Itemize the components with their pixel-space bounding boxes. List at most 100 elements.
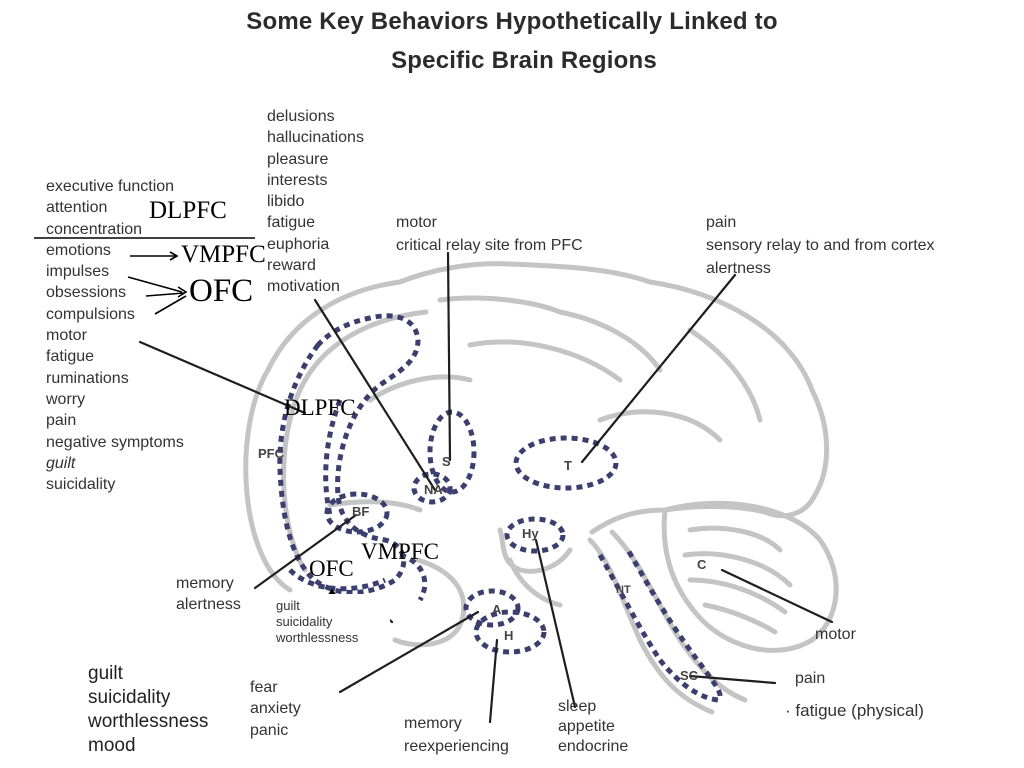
hippocampus-function-list: memory reexperiencing (404, 712, 509, 758)
list-item: memory (176, 575, 234, 592)
pfc-function-list: executive function attention concentrati… (46, 176, 184, 495)
annotation-vmpfc-low: VMPFC (361, 539, 439, 564)
list-item: panic (250, 721, 289, 739)
list-item: motivation (267, 278, 340, 296)
list-item: euphoria (267, 235, 330, 253)
list-item: guilt (46, 454, 76, 472)
region-label-h: H (504, 628, 514, 643)
list-item: suicidality (46, 476, 116, 494)
mood-function-list: guilt suicidality worthlessness mood (88, 662, 208, 758)
region-label-c: C (697, 557, 707, 572)
cerebellum-leader (720, 568, 834, 624)
list-item: worry (46, 390, 86, 408)
region-label-sc: SC (680, 668, 699, 683)
list-item: attention (46, 199, 108, 217)
list-item: negative symptoms (46, 433, 184, 451)
list-item: pleasure (267, 150, 329, 168)
box-function-list: guilt suicidality worthlessness (276, 598, 358, 646)
list-item: worthlessness (88, 711, 209, 732)
list-item: sleep (558, 698, 597, 715)
leader-lines (138, 251, 834, 724)
diagram-title-line2: Specific Brain Regions (391, 47, 657, 74)
list-item: anxiety (250, 700, 301, 718)
annotation-dlpfc-top: DLPFC (149, 197, 227, 224)
amygdala-function-list: fear anxiety panic (250, 677, 301, 741)
region-label-hy: Hy (522, 526, 539, 541)
list-item: obsessions (46, 284, 127, 302)
bf-leader (253, 513, 358, 590)
ofc-outline (288, 568, 386, 592)
list-item: motor (396, 214, 437, 231)
spinal-function-fatigue: · fatigue (physical) (785, 700, 924, 721)
impulses-arrow (127, 276, 183, 293)
striatum-leader (446, 251, 452, 462)
vmpfc-outline (399, 552, 428, 602)
spinal-function-fatigue-text: fatigue (physical) (795, 701, 924, 720)
annotation-vmpfc-top: VMPFC (181, 241, 266, 268)
list-item: alertness (706, 260, 771, 277)
list-item: guilt (88, 663, 123, 684)
list-item: guilt (276, 598, 300, 613)
list-item: interests (267, 171, 328, 189)
list-item: libido (267, 193, 305, 211)
diagram-title-line1: Some Key Behaviors Hypothetically Linked… (246, 8, 778, 35)
list-item: worthlessness (276, 630, 359, 645)
list-item: delusions (267, 108, 335, 125)
annotation-ofc-top: OFC (189, 273, 254, 309)
region-label-t: T (564, 458, 572, 473)
bf-outline (324, 491, 390, 535)
na-outline (411, 471, 453, 505)
striatum-function-list: motor critical relay site from PFC (396, 211, 583, 257)
box-mask (272, 594, 390, 652)
annotation-ofc-low: OFC (309, 556, 354, 581)
list-item: reward (267, 257, 316, 275)
thalamus-outline (513, 435, 619, 491)
hippocampus-leader (488, 638, 499, 724)
bf-function-list: memory alertness (176, 573, 241, 616)
hypothalamus-leader (534, 538, 577, 709)
region-label-s: S (442, 454, 451, 469)
annotation-dlpfc-mid: DLPFC (284, 395, 356, 420)
brain-outline (243, 261, 839, 715)
hypothalamus-function-list: sleep appetite endocrine (558, 697, 628, 757)
striatum-outline (427, 409, 477, 495)
amygdala-leader (338, 610, 480, 694)
list-item: emotions (46, 241, 111, 259)
amygdala-outline (463, 588, 521, 628)
region-label-na: NA (424, 482, 443, 497)
list-item: appetite (558, 718, 615, 735)
list-item: fear (250, 679, 278, 696)
list-item: memory (404, 715, 462, 732)
list-item: reexperiencing (404, 738, 509, 755)
list-item: alertness (176, 596, 241, 614)
list-item: mood (88, 735, 136, 756)
pfc-inner-outline (323, 399, 343, 516)
list-item: concentration (46, 220, 143, 238)
list-item: fatigue (267, 214, 316, 232)
bullet: · (785, 701, 796, 720)
region-label-bf: BF (352, 504, 370, 519)
hippocampus-outline (473, 609, 547, 655)
list-item: compulsions (46, 305, 135, 323)
list-item: pain (706, 214, 737, 231)
list-item: motor (46, 327, 87, 345)
list-item: critical relay site from PFC (396, 237, 583, 254)
list-item: pain (46, 412, 77, 430)
na-leader (313, 298, 437, 492)
spinal-leader (688, 674, 777, 685)
list-item: suicidality (276, 614, 333, 629)
region-label-a: A (492, 602, 502, 617)
list-item: executive function (46, 178, 175, 195)
compulsions-arrow (154, 295, 187, 315)
list-item: sensory relay to and from cortex (706, 237, 935, 254)
list-item: endocrine (558, 738, 629, 755)
list-item: impulses (46, 263, 110, 281)
region-outlines (277, 313, 723, 703)
region-label-nt: NT (616, 584, 631, 596)
thalamus-leader (580, 273, 737, 464)
cerebellum-function: motor (815, 626, 856, 643)
region-label-pfc: PFC (258, 446, 284, 461)
spinal-function-pain: pain (795, 670, 826, 687)
